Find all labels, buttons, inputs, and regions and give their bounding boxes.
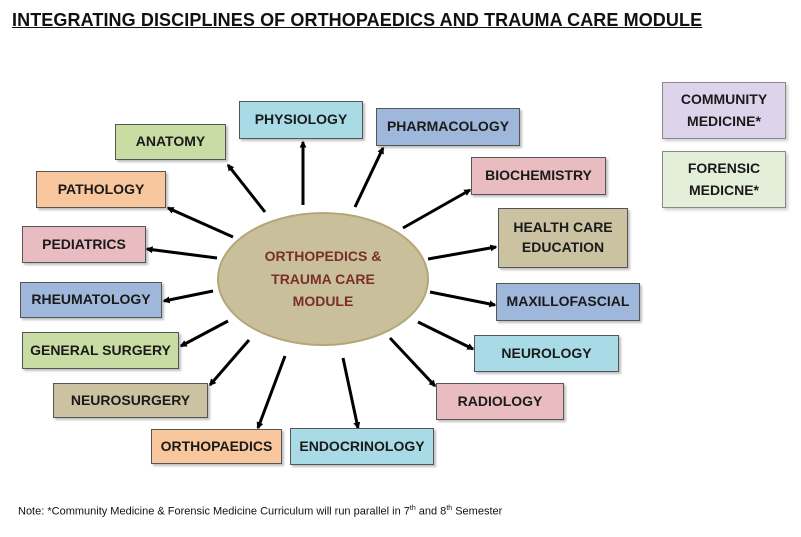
center-label-line3: MODULE xyxy=(292,293,354,310)
arrow-pediatrics xyxy=(145,246,218,260)
footnote-suffix: Semester xyxy=(452,505,503,518)
health-care-education-line1: HEALTH CARE xyxy=(513,219,613,236)
box-community-medicine: COMMUNITY MEDICINE* xyxy=(662,82,786,139)
box-pharmacology: PHARMACOLOGY xyxy=(376,108,520,146)
box-biochemistry: BIOCHEMISTRY xyxy=(471,157,606,195)
box-forensic-medicine: FORENSIC MEDICNE* xyxy=(662,151,786,208)
arrow-neurosurgery xyxy=(208,339,251,387)
box-neurology: NEUROLOGY xyxy=(474,335,619,372)
diagram-title: INTEGRATING DISCIPLINES OF ORTHOPAEDICS … xyxy=(12,10,703,30)
central-module-ellipse: ORTHOPEDICS & TRAUMA CARE MODULE xyxy=(217,212,429,346)
box-anatomy: ANATOMY xyxy=(115,124,226,160)
arrow-rheumatology xyxy=(162,289,214,304)
forensic-medicine-line2: MEDICNE* xyxy=(688,181,759,198)
arrow-radiology xyxy=(388,336,437,388)
arrow-endocrinology xyxy=(341,357,361,430)
arrow-health-care-education xyxy=(427,244,498,261)
box-pediatrics: PEDIATRICS xyxy=(22,226,146,263)
arrow-pathology xyxy=(166,206,234,239)
box-health-care-education: HEALTH CARE EDUCATION xyxy=(498,208,628,268)
center-label-line1: ORTHOPEDICS & xyxy=(264,248,382,265)
box-rheumatology: RHEUMATOLOGY xyxy=(20,282,162,318)
health-care-education-line2: EDUCATION xyxy=(521,239,605,255)
box-endocrinology: ENDOCRINOLOGY xyxy=(290,428,434,465)
center-label-line2: TRAUMA CARE xyxy=(271,270,375,287)
arrow-maxillofascial xyxy=(429,290,497,308)
footnote-sup-1: th xyxy=(409,505,416,512)
box-general-surgery: GENERAL SURGERY xyxy=(22,332,179,369)
arrow-biochemistry xyxy=(402,188,472,230)
box-radiology: RADIOLOGY xyxy=(436,383,564,420)
footnote-sup-2: th xyxy=(446,505,453,512)
box-neurosurgery: NEUROSURGERY xyxy=(53,383,208,418)
arrow-general-surgery xyxy=(179,319,229,348)
arrow-anatomy xyxy=(226,163,267,213)
community-medicine-line2: MEDICINE* xyxy=(687,112,761,129)
footnote: Note: *Community Medicine & Forensic Med… xyxy=(18,505,502,518)
forensic-medicine-line1: FORENSIC xyxy=(687,159,761,176)
box-maxillofascial: MAXILLOFASCIAL xyxy=(496,283,640,321)
box-orthopaedics: ORTHOPAEDICS xyxy=(151,429,282,464)
box-pathology: PATHOLOGY xyxy=(36,171,166,208)
box-physiology: PHYSIOLOGY xyxy=(239,101,363,139)
arrow-neurology xyxy=(417,320,475,351)
footnote-prefix: Note: *Community Medicine & Forensic Med… xyxy=(18,505,410,518)
arrow-orthopaedics xyxy=(256,355,287,430)
community-medicine-line1: COMMUNITY xyxy=(680,90,768,107)
arrow-pharmacology xyxy=(353,146,385,208)
footnote-mid: and 8 xyxy=(415,505,447,518)
